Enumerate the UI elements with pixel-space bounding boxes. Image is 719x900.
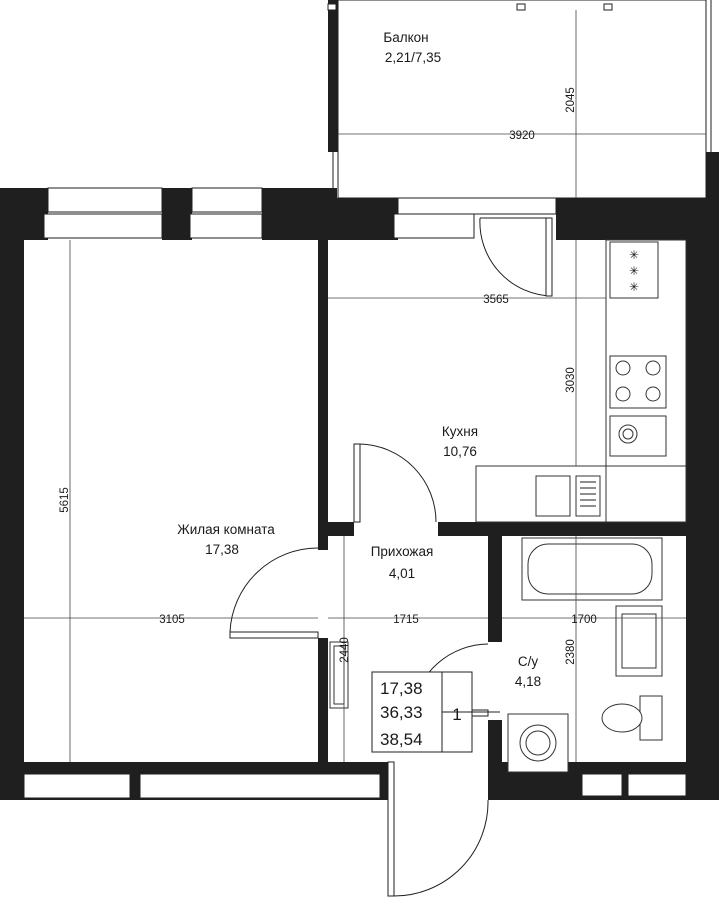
bathroom-name: С/у — [518, 654, 539, 669]
dim-hall-depth: 2440 — [339, 637, 351, 663]
hallway-name: Прихожая — [371, 544, 434, 559]
hallway-area: 4,01 — [389, 566, 415, 581]
balcony-right-post — [706, 152, 719, 198]
dim-balcony-width: 3920 — [509, 130, 535, 142]
dim-kitchen-width: 3565 — [483, 294, 509, 306]
area-summary-box: 17,38 36,33 38,54 1 — [371, 671, 500, 753]
dim-hall-width: 1715 — [393, 614, 419, 626]
dim-kitchen-depth: 3030 — [565, 367, 577, 393]
dishwasher — [609, 415, 667, 457]
window-living-1 — [47, 187, 163, 213]
window-living-bottom-2 — [139, 773, 381, 799]
toilet — [601, 703, 643, 733]
kitchen-area: 10,76 — [443, 444, 477, 459]
fridge — [609, 241, 659, 299]
dim-living-width: 3105 — [159, 614, 185, 626]
window-living-bottom-1 — [23, 773, 131, 799]
living-area: 17,38 — [205, 542, 239, 557]
balcony-name: Балкон — [383, 30, 428, 45]
kitchen-name: Кухня — [442, 424, 478, 439]
summary-total-area: 36,33 — [380, 703, 423, 722]
bathroom-area: 4,18 — [515, 674, 541, 689]
balcony-area: 2,21/7,35 — [385, 50, 441, 65]
summary-rooms-count: 1 — [452, 705, 461, 724]
kitchen-fixtures: ✳ ✳ ✳ — [475, 239, 687, 523]
dim-bath-depth: 2380 — [565, 639, 577, 665]
summary-living-area: 17,38 — [380, 679, 423, 698]
fridge-icon: ✳ — [629, 248, 639, 262]
svg-text:✳: ✳ — [629, 280, 639, 294]
dim-balcony-depth: 2045 — [565, 87, 577, 113]
summary-total-with-balcony: 38,54 — [380, 730, 423, 749]
svg-text:✳: ✳ — [629, 264, 639, 278]
toilet-tank — [639, 695, 663, 741]
dimension-lines — [24, 10, 706, 762]
dim-living-depth: 5615 — [59, 487, 71, 513]
kitchen-sink — [535, 475, 571, 517]
windows — [23, 187, 687, 799]
balcony-left-post — [328, 0, 338, 152]
dim-bath-width: 1700 — [571, 614, 597, 626]
window-living-2 — [191, 187, 263, 213]
window-kitchen — [397, 197, 557, 215]
living-name: Жилая комната — [177, 522, 275, 537]
